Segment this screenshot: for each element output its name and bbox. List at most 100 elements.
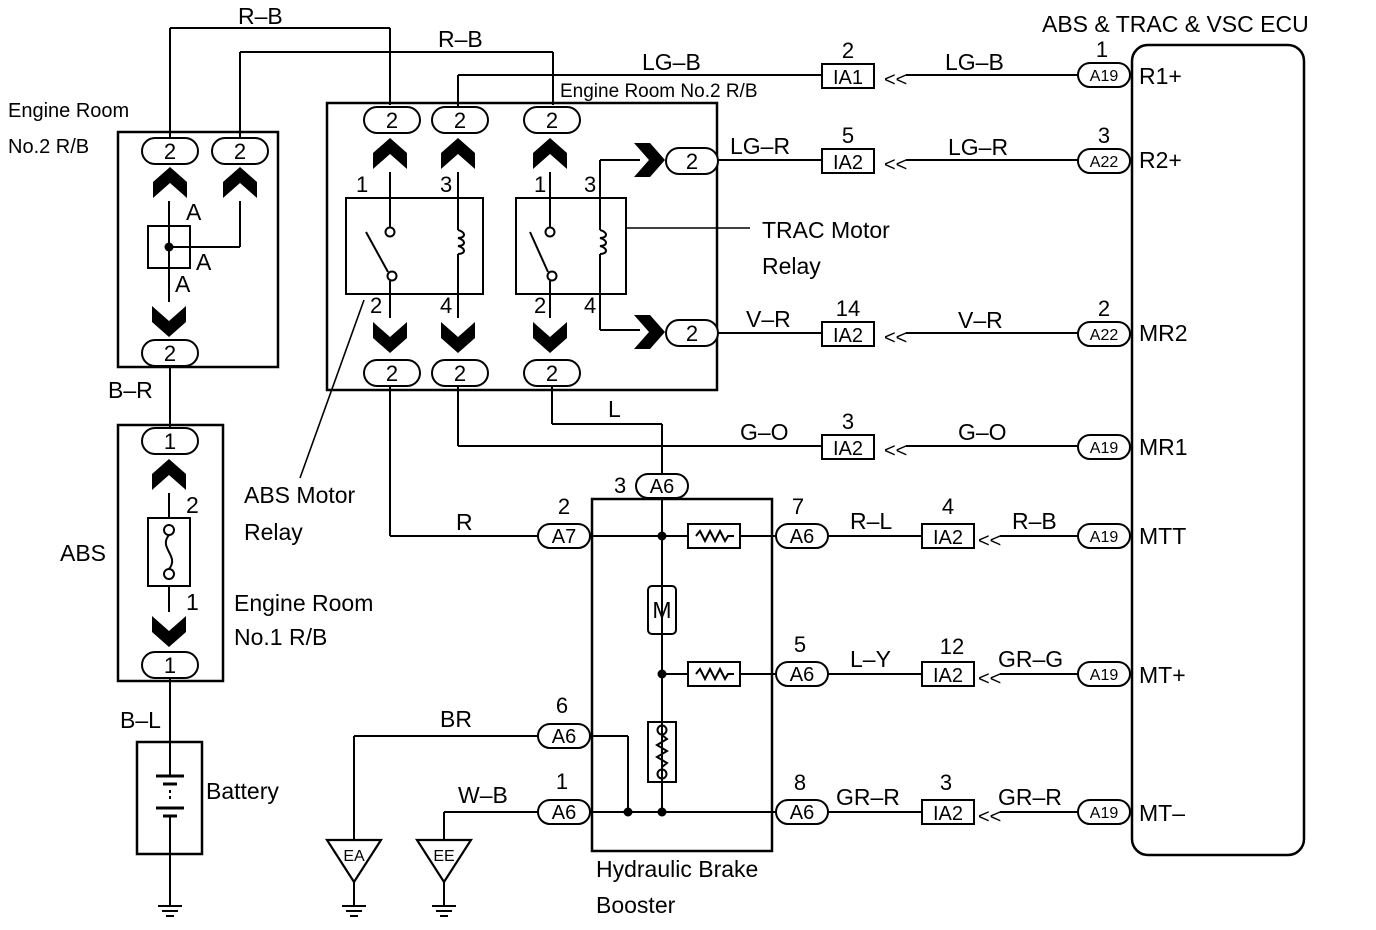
ground-point-ee: EE: [414, 838, 474, 917]
ia2-label: IA2: [833, 325, 863, 347]
wire-rb-top-2-label: R–B: [438, 26, 483, 52]
wire-vr-left-label: V–R: [746, 306, 791, 332]
capsule-relay-top-2-pin: 2: [454, 108, 466, 133]
ecu-connector-mtminus-label: A19: [1090, 805, 1119, 822]
a6-br-pin: 6: [556, 693, 568, 718]
chevron-up-icon: [153, 167, 187, 198]
trac-motor-relay: [515, 197, 627, 295]
chevron-up-icon: [533, 138, 567, 169]
engine-room-no2-rb-relays: Engine Room No.2 R/B 2 2 2 1 3 2 4 1 3 2…: [325, 81, 758, 392]
motor-icon: M: [652, 597, 671, 623]
capsule-relay-top-3-pin: 2: [546, 108, 558, 133]
ia1-pin: 2: [842, 38, 854, 63]
ecu-box: [1130, 43, 1306, 857]
a6-mtt-pin: 7: [792, 494, 804, 519]
chevron-up-icon: [223, 167, 257, 198]
row-mtplus: L–Y IA2 12 << GR–G A19 MT+: [828, 634, 1186, 690]
capsule-rb2-top-right-pin: 2: [234, 139, 246, 164]
trac-relay-label-2: Relay: [762, 253, 821, 279]
row-mtt: R–L IA2 4 << R–B A19 MTT: [828, 494, 1186, 552]
row-r2plus: LG–R IA2 5 << LG–R A22 3 R2+: [718, 123, 1182, 176]
a6-mtminus-label: A6: [790, 802, 814, 824]
rb1-label-2: No.1 R/B: [234, 624, 327, 650]
ia2-connector: [921, 661, 975, 687]
a6-mtplus-pin: 5: [794, 632, 806, 657]
a6-mtminus-pin: 8: [794, 770, 806, 795]
abs-relay-pin-1: 1: [356, 172, 368, 197]
junction-a-label-3: A: [175, 271, 191, 297]
resistor-icon: [695, 666, 734, 682]
rb2-left-label-2: No.2 R/B: [8, 136, 89, 158]
chevron-up-icon: [441, 138, 475, 169]
battery-label: Battery: [206, 778, 279, 804]
chevron-down-icon: [152, 616, 186, 647]
arrow-left-icon: <<: [978, 806, 1001, 828]
capsule-relay-top-3: [523, 106, 581, 134]
ia2-label: IA2: [933, 665, 963, 687]
wire-grg-label: GR–G: [998, 646, 1063, 672]
abs-relay-switch-icon: [365, 231, 389, 273]
ia2-connector: [821, 434, 875, 460]
chevron-up-icon: [152, 459, 186, 490]
wire-vr-right-label: V–R: [958, 307, 1003, 333]
engine-room-no2-rb-left: Engine Room No.2 R/B 2 2 A A A 2: [8, 100, 280, 369]
trac-relay-label-1: TRAC Motor: [762, 217, 890, 243]
wire-br-label: BR: [440, 706, 472, 732]
ground-point-ea: EA: [324, 838, 384, 917]
hydraulic-brake-booster: A6 3 A7 2 M A6 7: [537, 473, 829, 853]
fuse-element-icon: [164, 534, 174, 570]
capsule-relay-top-2: [431, 106, 489, 134]
ground-icon: [431, 905, 457, 917]
a6-top-label: A6: [650, 476, 674, 498]
ia2-pin: 5: [842, 123, 854, 148]
wire-rb-mtt-label: R–B: [1012, 508, 1057, 534]
ecu-title: ABS & TRAC & VSC ECU: [1042, 11, 1309, 37]
ecu-terminal-r1plus: R1+: [1139, 63, 1182, 89]
pressure-switch-icon: [655, 734, 669, 768]
pump-motor: [647, 585, 677, 635]
capsule-trac-out-top-pin: 2: [686, 149, 698, 174]
wire-l-label: L: [608, 396, 621, 422]
row-mr1: G–O IA2 3 << G–O A19 MR1: [457, 386, 1188, 462]
abs-relay-coil-icon: [457, 229, 465, 255]
ia2-label: IA2: [833, 438, 863, 460]
rb2-top-label: Engine Room No.2 R/B: [560, 81, 758, 102]
arrow-left-icon: <<: [884, 327, 907, 349]
ecu-connector-mr1: [1077, 434, 1131, 460]
ecu-terminal-mtplus: MT+: [1139, 662, 1186, 688]
rb1-label-1: Engine Room: [234, 590, 373, 616]
wire-go-left-label: G–O: [740, 419, 789, 445]
a6-mtt-label: A6: [790, 526, 814, 548]
ecu-connector-mtt: [1077, 523, 1131, 549]
ia2-pin: 14: [836, 296, 860, 321]
ecu-connector-mtplus: [1077, 661, 1131, 687]
a6-br-label: A6: [552, 726, 576, 748]
ecu-terminal-mtt: MTT: [1139, 523, 1186, 549]
junction-a-label-2: A: [196, 249, 212, 275]
ground-icon: [157, 905, 183, 917]
wire-lgr-left-label: LG–R: [730, 133, 790, 159]
ecu-connector-mr2-pin: 2: [1098, 296, 1110, 321]
abs-motor-relay: [345, 197, 484, 295]
pressure-switch: [647, 721, 677, 783]
ecu-connector-mr1-label: A19: [1090, 440, 1119, 457]
ground-ea-label: EA: [343, 848, 365, 865]
ia2-label: IA2: [833, 152, 863, 174]
capsule-relay-bottom-1-pin: 2: [386, 361, 398, 386]
a6-top-pin: 3: [614, 473, 626, 498]
capsule-rb1-top: [141, 427, 199, 455]
arrow-left-icon: <<: [884, 154, 907, 176]
trac-relay-switch-icon: [529, 231, 549, 273]
ecu-terminal-r2plus: R2+: [1139, 147, 1182, 173]
ia2-label: IA2: [933, 803, 963, 825]
chevron-down-icon: [152, 306, 186, 337]
rb2-left-box: [116, 130, 280, 369]
capsule-relay-top-1: [363, 106, 421, 134]
ecu-connector-r2plus-label: A22: [1090, 154, 1119, 171]
booster-label-2: Booster: [596, 892, 676, 918]
ground-ee-label: EE: [433, 848, 454, 865]
row-r1plus: IA1 2 << LG–B A19 1 R1+: [821, 37, 1182, 91]
ia1-label: IA1: [833, 67, 863, 89]
ia1-connector: [821, 63, 875, 89]
